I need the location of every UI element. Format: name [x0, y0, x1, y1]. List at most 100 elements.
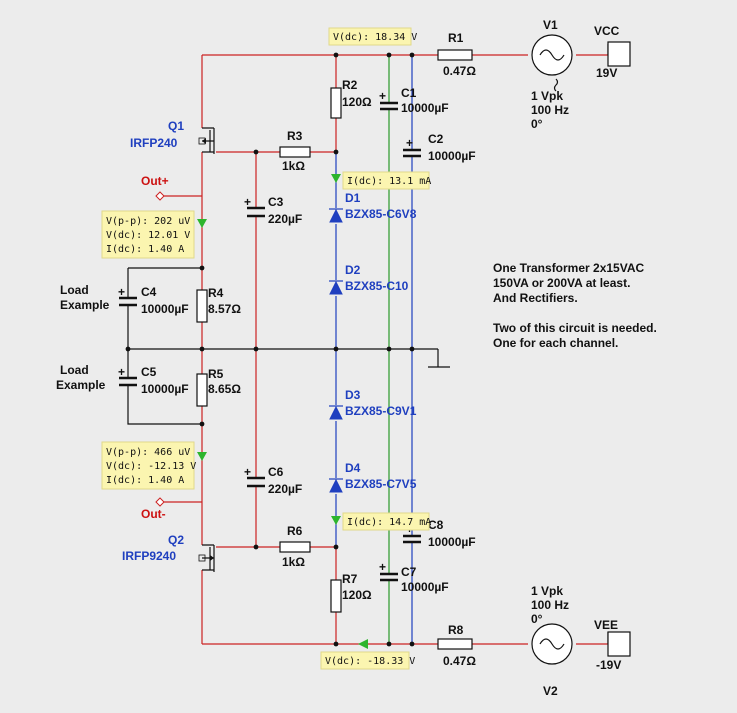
r3-value: 1kΩ — [282, 159, 305, 173]
r4-value: 8.57Ω — [208, 302, 241, 316]
r6-value: 1kΩ — [282, 555, 305, 569]
c4-name: C4 — [141, 285, 157, 299]
r1-value: 0.47Ω — [443, 64, 476, 78]
vcc-name: VCC — [594, 24, 620, 38]
capacitor-c7[interactable]: + C7 10000µF — [379, 560, 449, 594]
c4-value: 10000µF — [141, 302, 189, 316]
svg-text:V(p-p): 466 uV: V(p-p): 466 uV — [106, 447, 190, 458]
c5-name: C5 — [141, 365, 157, 379]
svg-text:+: + — [118, 285, 125, 299]
capacitor-c5[interactable]: + C5 10000µF — [118, 365, 189, 396]
resistor-r1[interactable]: R1 0.47Ω — [437, 31, 476, 78]
c6-value: 220µF — [268, 482, 302, 496]
dc-terminal-vee[interactable]: VEE -19V — [594, 618, 631, 672]
c8-value: 10000µF — [428, 535, 476, 549]
c7-value: 10000µF — [401, 580, 449, 594]
d3-value: BZX85-C9V1 — [345, 404, 417, 418]
zener-d2[interactable]: D2 BZX85-C10 — [329, 263, 409, 295]
v1-freq: 100 Hz — [531, 103, 569, 117]
output-node-minus[interactable]: Out- — [141, 497, 166, 521]
probe-idc-d4[interactable]: I(dc): 14.7 mA — [342, 512, 431, 531]
zener-d4[interactable]: D4 BZX85-C7V5 — [329, 461, 417, 493]
mosfet-q2[interactable]: Q2 IRFP9240 — [122, 533, 215, 572]
svg-text:I(dc): 1.40 A: I(dc): 1.40 A — [106, 244, 184, 255]
ac-source-v2[interactable]: V2 1 Vpk 100 Hz 0° — [531, 584, 573, 698]
v2-freq: 100 Hz — [531, 598, 569, 612]
c3-name: C3 — [268, 195, 284, 209]
resistor-r2[interactable]: R2 120Ω — [330, 78, 372, 119]
d3-name: D3 — [345, 388, 361, 402]
resistor-r3[interactable]: R3 1kΩ — [279, 129, 311, 173]
zener-d3[interactable]: D3 BZX85-C9V1 — [329, 388, 417, 420]
svg-text:I(dc): 14.7 mA: I(dc): 14.7 mA — [347, 517, 431, 528]
probe-idc-d1[interactable]: I(dc): 13.1 mA — [342, 171, 431, 190]
probe-vdc-top[interactable]: V(dc): 18.34 V — [328, 27, 417, 46]
r7-name: R7 — [342, 572, 358, 586]
r6-name: R6 — [287, 524, 303, 538]
d4-name: D4 — [345, 461, 361, 475]
output-node-plus[interactable]: Out+ — [141, 174, 169, 201]
svg-text:+: + — [244, 195, 251, 209]
r2-value: 120Ω — [342, 95, 372, 109]
probe-out-minus[interactable]: V(p-p): 466 uV V(dc): -12.13 V I(dc): 1.… — [101, 441, 196, 490]
c6-name: C6 — [268, 465, 284, 479]
q2-name: Q2 — [168, 533, 184, 547]
r4-name: R4 — [208, 286, 224, 300]
capacitor-c2[interactable]: + C2 10000µF — [403, 132, 476, 163]
c2-value: 10000µF — [428, 149, 476, 163]
ac-source-v1[interactable]: V1 1 Vpk 100 Hz 0° — [531, 18, 573, 131]
resistor-r8[interactable]: R8 0.47Ω — [437, 623, 476, 668]
probe-out-plus[interactable]: V(p-p): 202 uV V(dc): 12.01 V I(dc): 1.4… — [101, 210, 195, 259]
d2-value: BZX85-C10 — [345, 279, 409, 293]
resistor-r5[interactable]: R5 8.65Ω — [196, 367, 241, 407]
svg-text:V(dc): -12.13 V: V(dc): -12.13 V — [106, 461, 196, 472]
vee-value: -19V — [596, 658, 621, 672]
c7-name: C7 — [401, 565, 417, 579]
r3-name: R3 — [287, 129, 303, 143]
q1-name: Q1 — [168, 119, 184, 133]
svg-text:I(dc): 13.1 mA: I(dc): 13.1 mA — [347, 176, 431, 187]
svg-text:Example: Example — [56, 378, 106, 392]
resistor-r4[interactable]: R4 8.57Ω — [196, 286, 241, 323]
note-line: And Rectifiers. — [493, 291, 578, 305]
resistor-r7[interactable]: R7 120Ω — [330, 572, 372, 613]
note-line: One for each channel. — [493, 336, 618, 350]
r7-value: 120Ω — [342, 588, 372, 602]
capacitor-c6[interactable]: + C6 220µF — [244, 465, 302, 496]
c1-value: 10000µF — [401, 101, 449, 115]
c2-name: C2 — [428, 132, 444, 146]
zener-d1[interactable]: D1 BZX85-C6V8 — [329, 191, 417, 223]
v1-name: V1 — [543, 18, 558, 32]
probe-vdc-bottom[interactable]: V(dc): -18.33 V — [320, 651, 415, 670]
capacitor-c3[interactable]: + C3 220µF — [244, 195, 302, 226]
vcc-value: 19V — [596, 66, 617, 80]
d2-name: D2 — [345, 263, 361, 277]
v2-name: V2 — [543, 684, 558, 698]
note-line: 150VA or 200VA at least. — [493, 276, 630, 290]
svg-text:Load: Load — [60, 283, 89, 297]
design-notes: One Transformer 2x15VAC 150VA or 200VA a… — [493, 261, 657, 350]
v1-amp: 1 Vpk — [531, 89, 563, 103]
svg-text:I(dc): 1.40 A: I(dc): 1.40 A — [106, 475, 184, 486]
dc-terminal-vcc[interactable]: VCC 19V — [594, 24, 631, 80]
svg-text:V(dc): -18.33 V: V(dc): -18.33 V — [325, 656, 415, 667]
r8-name: R8 — [448, 623, 464, 637]
svg-text:V(dc): 12.01 V: V(dc): 12.01 V — [106, 230, 190, 241]
mosfet-q1[interactable]: Q1 IRFP240 — [130, 119, 215, 154]
svg-text:+: + — [379, 560, 386, 574]
r5-value: 8.65Ω — [208, 382, 241, 396]
c8-name: C8 — [428, 518, 444, 532]
capacitor-c4[interactable]: + C4 10000µF — [118, 285, 189, 316]
v2-phase: 0° — [531, 612, 543, 626]
c1-name: C1 — [401, 86, 417, 100]
svg-text:Example: Example — [60, 298, 110, 312]
capacitor-c1[interactable]: + C1 10000µF — [379, 86, 449, 115]
svg-text:V(p-p): 202 uV: V(p-p): 202 uV — [106, 216, 190, 227]
v2-amp: 1 Vpk — [531, 584, 563, 598]
c5-value: 10000µF — [141, 382, 189, 396]
out-plus-label: Out+ — [141, 174, 169, 188]
c3-value: 220µF — [268, 212, 302, 226]
d4-value: BZX85-C7V5 — [345, 477, 417, 491]
q2-value: IRFP9240 — [122, 549, 176, 563]
resistor-r6[interactable]: R6 1kΩ — [279, 524, 311, 569]
